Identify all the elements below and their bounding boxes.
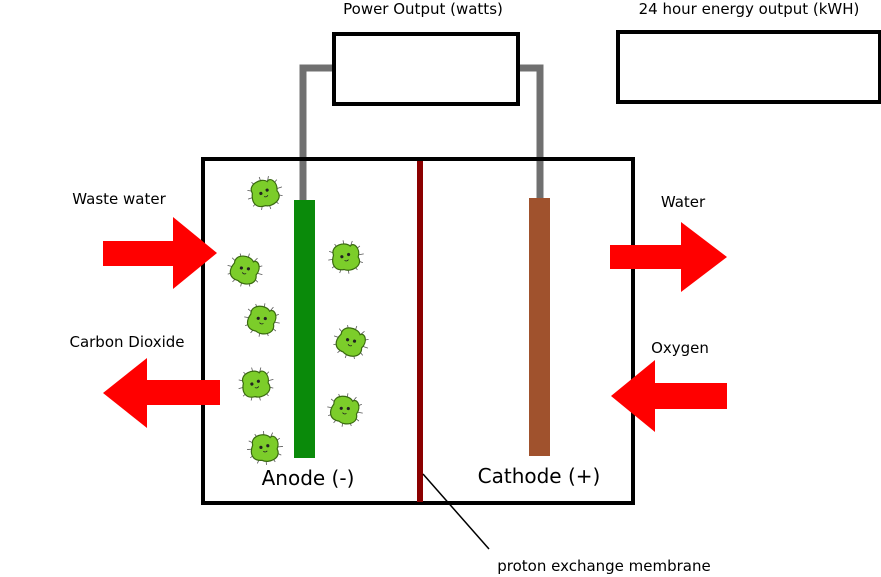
oxygen-arrow — [611, 360, 727, 432]
bacterium-icon — [238, 367, 274, 401]
bacterium-icon — [328, 240, 364, 274]
cathode-wire — [517, 64, 544, 198]
anode-electrode — [294, 200, 315, 458]
water-label: Water — [661, 193, 706, 211]
bacterium-icon — [333, 325, 369, 359]
bacterium-icon — [247, 176, 283, 210]
bacterium-icon — [244, 303, 280, 337]
bacteria-group — [227, 176, 369, 465]
cathode-label: Cathode (+) — [478, 464, 601, 488]
carbon-dioxide-label: Carbon Dioxide — [69, 333, 184, 351]
fuel-cell-container — [201, 157, 635, 505]
waste-water-arrow — [103, 217, 217, 289]
power-output-label: Power Output (watts) — [343, 0, 503, 18]
waste-water-label: Waste water — [72, 190, 166, 208]
bacterium-icon — [227, 253, 263, 287]
cathode-electrode — [529, 198, 550, 456]
bacterium-icon — [327, 393, 363, 427]
anode-wire — [299, 64, 334, 200]
oxygen-label: Oxygen — [651, 339, 709, 357]
anode-label: Anode (-) — [262, 466, 355, 490]
water-arrow — [610, 222, 727, 292]
power-output-box — [332, 32, 520, 106]
energy-output-label: 24 hour energy output (kWH) — [639, 0, 860, 18]
membrane-label: proton exchange membrane — [497, 557, 711, 575]
energy-output-box — [616, 30, 881, 104]
bacterium-icon — [247, 431, 283, 465]
proton-exchange-membrane — [417, 161, 423, 502]
carbon-dioxide-arrow — [103, 358, 220, 428]
membrane-pointer-line — [422, 473, 490, 550]
